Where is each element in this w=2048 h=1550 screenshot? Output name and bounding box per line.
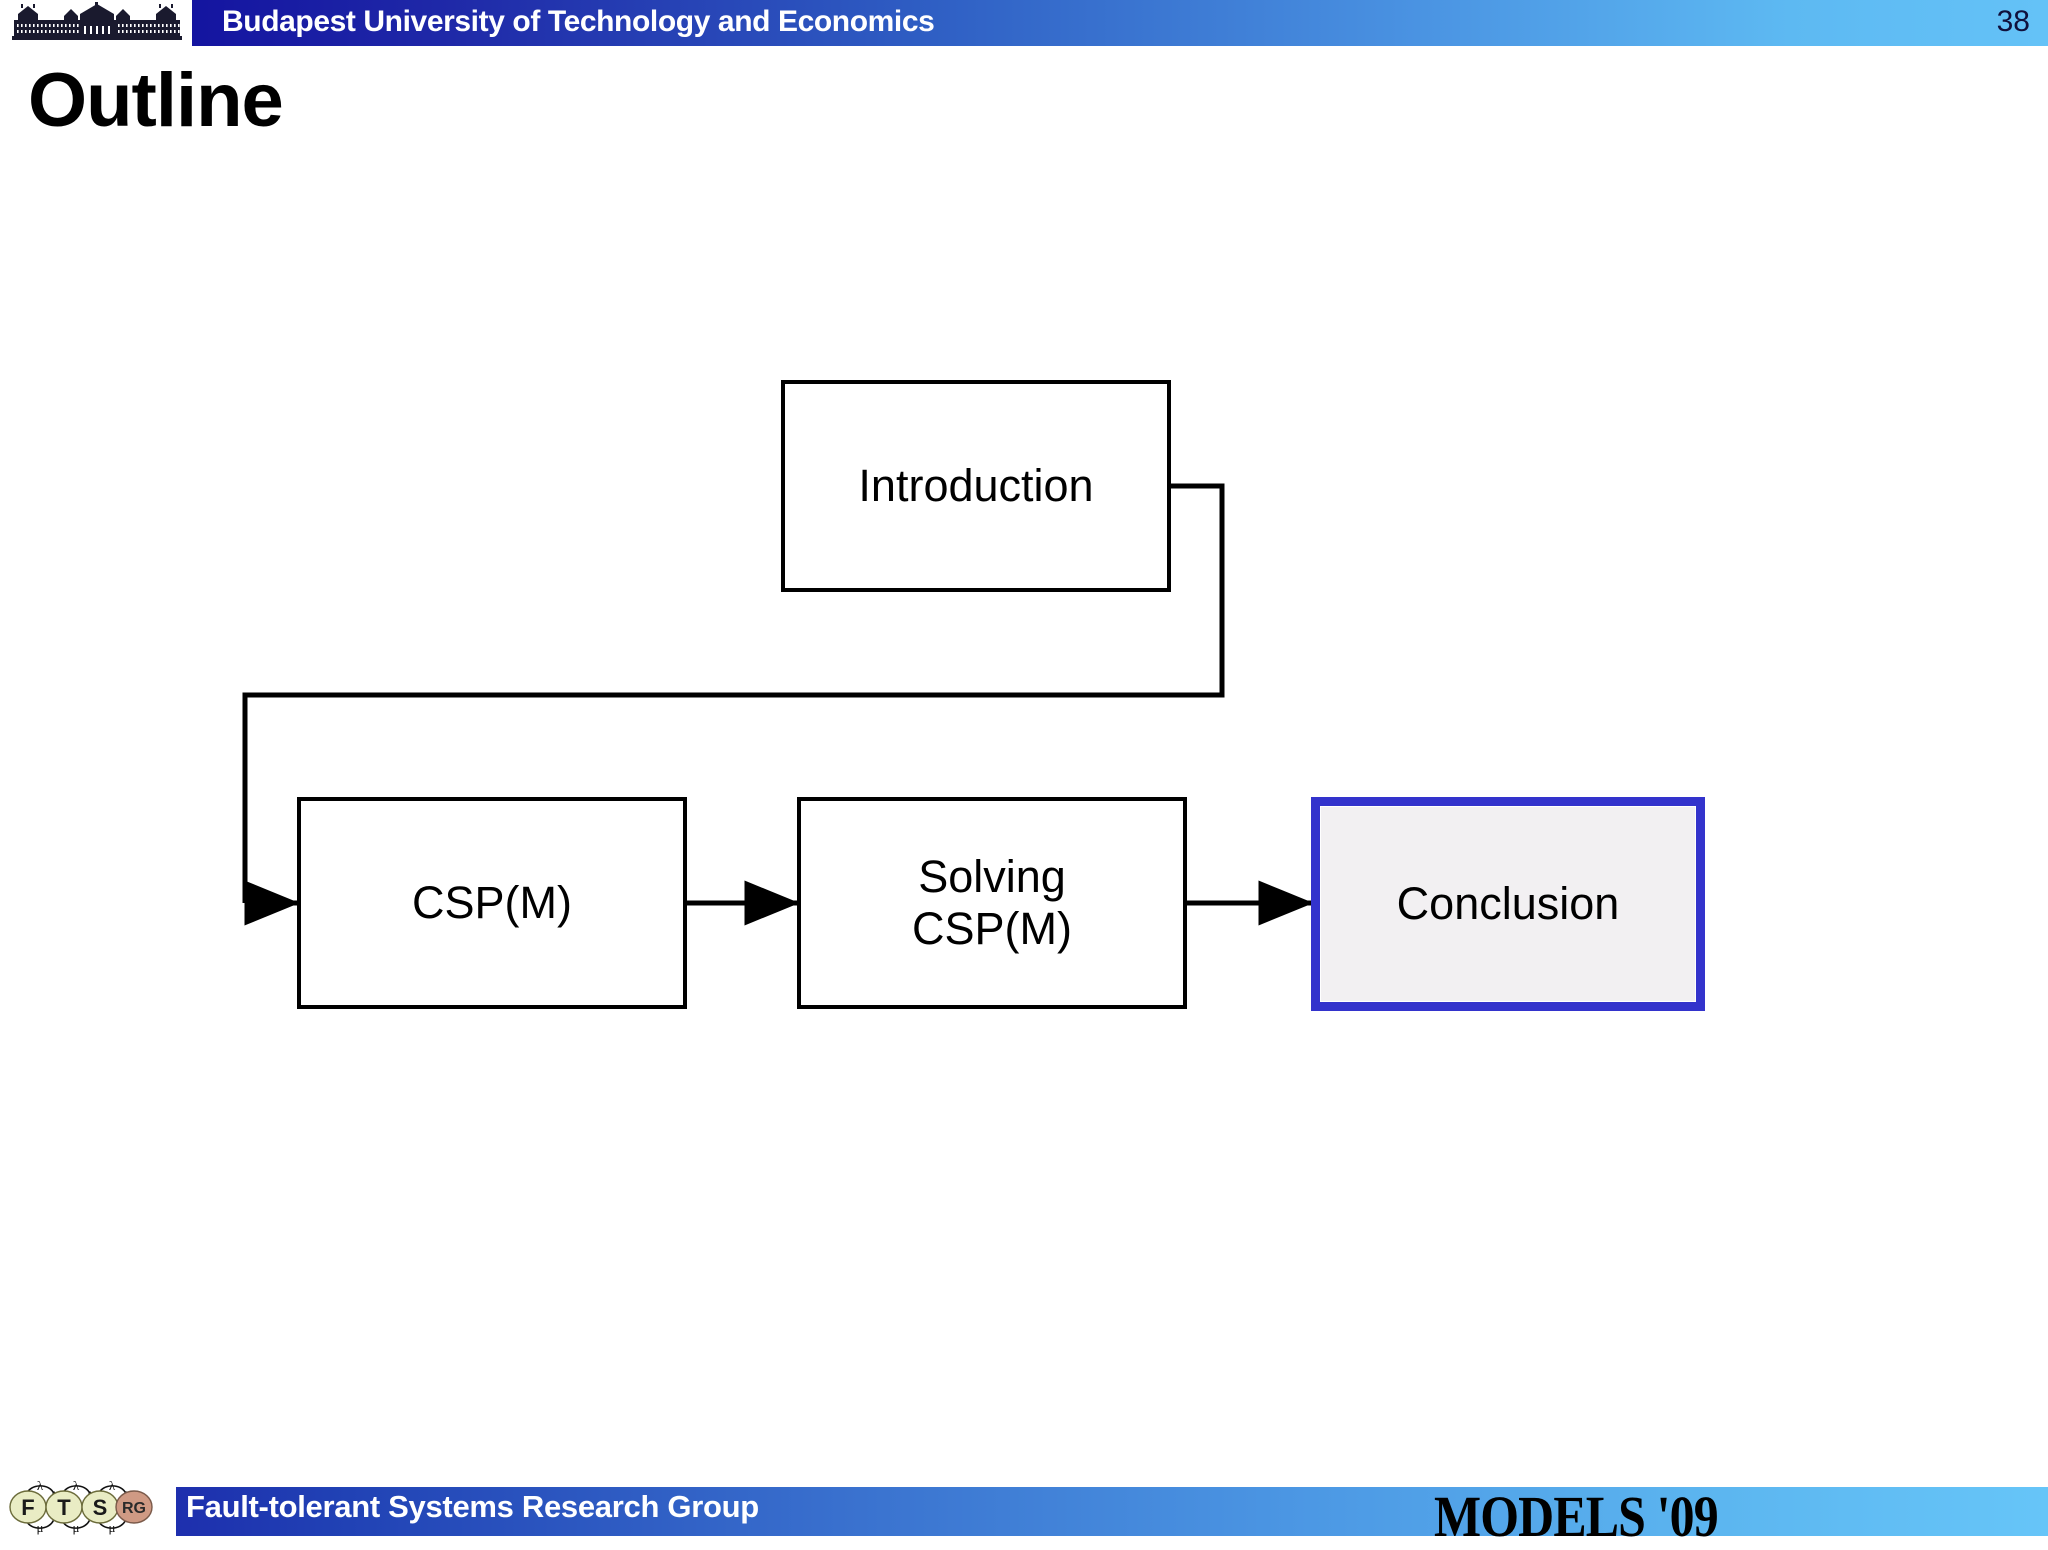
- flow-node-conclusion[interactable]: Conclusion: [1311, 797, 1705, 1011]
- header-underline: [192, 46, 2048, 49]
- svg-text:S: S: [93, 1495, 108, 1520]
- header-gradient-band: [192, 0, 2048, 46]
- page-number: 38: [1996, 5, 2030, 38]
- flow-node-cspm[interactable]: CSP(M): [297, 797, 687, 1009]
- svg-text:λ: λ: [73, 1478, 80, 1493]
- svg-text:μ: μ: [73, 1520, 80, 1535]
- svg-text:T: T: [57, 1495, 71, 1520]
- page-title: Outline: [28, 58, 284, 143]
- svg-text:RG: RG: [122, 1500, 146, 1517]
- flow-node-cspm-label: CSP(M): [412, 876, 572, 928]
- footer-conference-label: MODELS '09: [1434, 1484, 1719, 1549]
- header-university-title: Budapest University of Technology and Ec…: [222, 5, 935, 38]
- svg-text:λ: λ: [37, 1478, 44, 1493]
- flow-node-solving-cspm-label-line2: CSP(M): [912, 903, 1072, 954]
- flow-node-introduction-label: Introduction: [858, 459, 1094, 511]
- slide-footer: [0, 1487, 2048, 1536]
- footer-research-group-label: Fault-tolerant Systems Research Group: [186, 1489, 759, 1524]
- svg-text:μ: μ: [109, 1520, 116, 1535]
- svg-text:μ: μ: [37, 1520, 44, 1535]
- flow-node-solving-cspm-label: Solving CSP(M): [912, 851, 1072, 955]
- bme-building-logo-icon: [12, 2, 182, 40]
- svg-text:F: F: [21, 1495, 34, 1520]
- slide-header: Budapest University of Technology and Ec…: [0, 0, 2048, 49]
- flow-node-introduction[interactable]: Introduction: [781, 380, 1171, 592]
- svg-text:λ: λ: [109, 1478, 116, 1493]
- flow-node-solving-cspm-label-line1: Solving: [918, 850, 1066, 902]
- flow-node-conclusion-label: Conclusion: [1396, 877, 1620, 929]
- flow-node-solving-cspm[interactable]: Solving CSP(M): [797, 797, 1187, 1009]
- ftsrg-logo-icon: λ λ λ μ μ μ F T S RG: [9, 1478, 153, 1535]
